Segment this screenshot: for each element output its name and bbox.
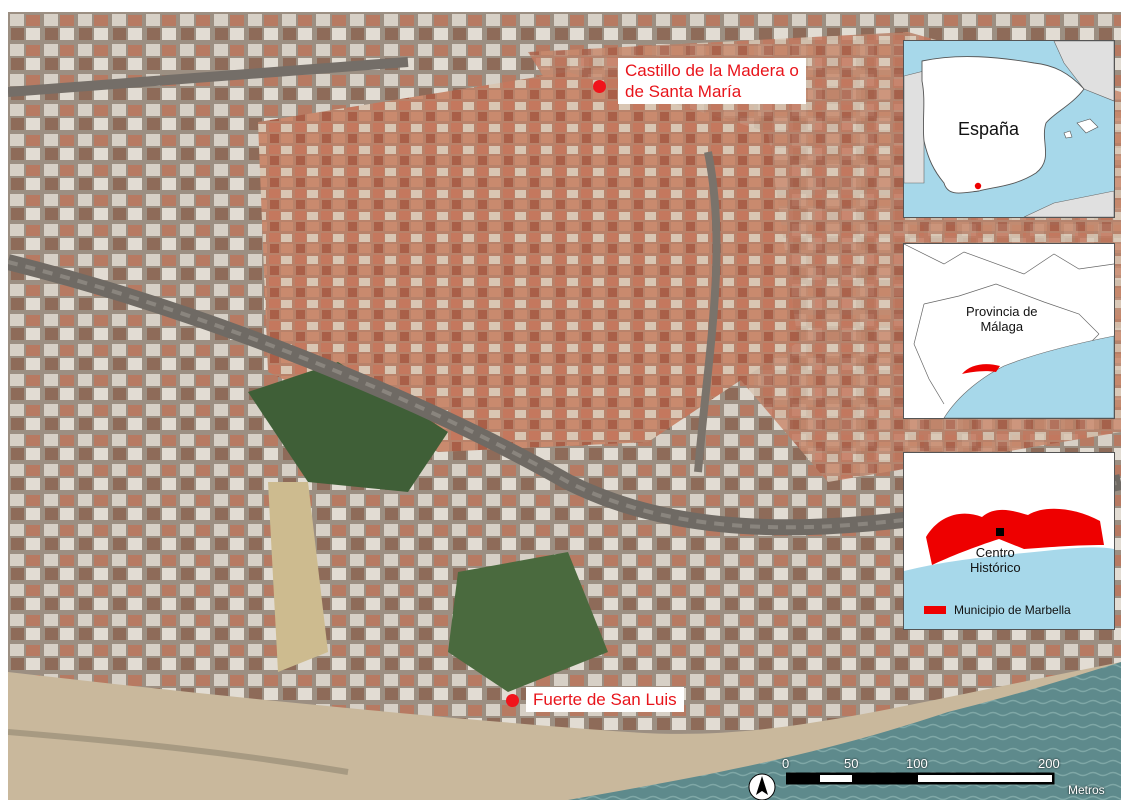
legend-swatch [924, 606, 946, 614]
inset-malaga: Provincia de Málaga [903, 243, 1115, 419]
centro-historico-label: Centro Histórico [970, 545, 1021, 575]
castillo-marker[interactable] [593, 80, 606, 93]
inset-marbella: Centro Histórico Municipio de Marbella [903, 452, 1115, 630]
scale-tick-100: 100 [906, 756, 928, 771]
castillo-label: Castillo de la Madera o de Santa María [618, 58, 806, 104]
scale-tick-50: 50 [844, 756, 859, 771]
spain-label: España [958, 119, 1020, 139]
marbella-map [904, 453, 1114, 629]
scale-tick-0: 0 [782, 756, 790, 771]
fuerte-label: Fuerte de San Luis [526, 687, 684, 712]
scale-tick-200: 200 [1038, 756, 1060, 771]
inset-spain: España [903, 40, 1115, 218]
malaga-map [904, 244, 1114, 418]
fuerte-marker[interactable] [506, 694, 519, 707]
scale-unit: Metros [1068, 783, 1105, 797]
legend-label: Municipio de Marbella [954, 603, 1071, 617]
malaga-label: Provincia de Málaga [966, 304, 1038, 334]
scale-bar [786, 772, 1055, 785]
spain-map [904, 41, 1114, 217]
legend-municipio: Municipio de Marbella [924, 603, 1071, 617]
north-arrow-icon [748, 773, 776, 800]
